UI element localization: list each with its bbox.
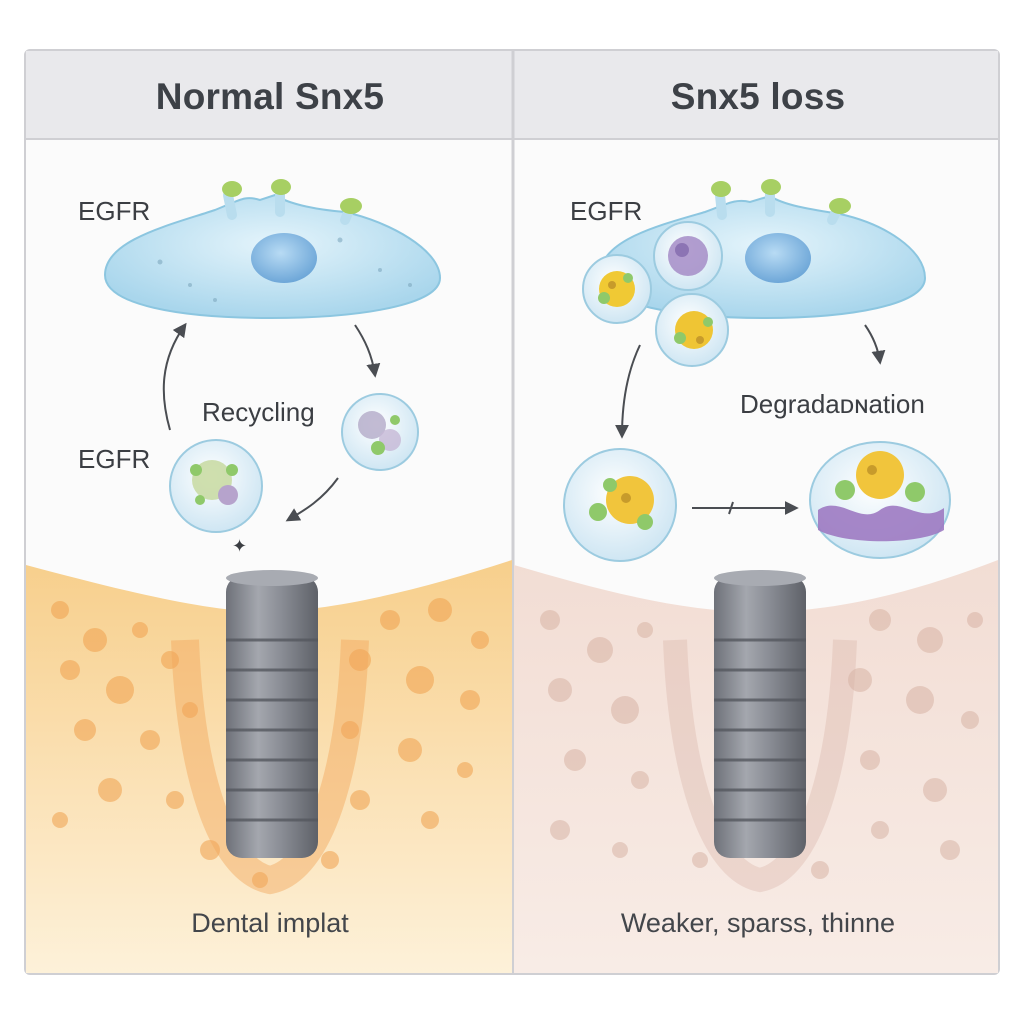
arrow-internalize (354, 324, 381, 378)
receptor-spikes (711, 179, 851, 225)
left-panel: ✦ (26, 179, 512, 973)
svg-text:✦: ✦ (232, 536, 247, 557)
label-degradation: Degradaᴅɴation (740, 389, 925, 419)
label-egfr-bottom-left: EGFR (78, 444, 151, 474)
arrow-to-endosome (615, 344, 641, 439)
receptor-spikes (222, 179, 362, 225)
arrow-return (285, 477, 339, 522)
nucleus (745, 233, 811, 283)
dental-implant-right (714, 570, 806, 858)
label-egfr-top-right: EGFR (570, 196, 643, 226)
label-recycling: Recycling (202, 397, 315, 427)
bone-pores-left (51, 598, 489, 888)
endosome-purple (653, 221, 723, 291)
caption-weaker-bone: Weaker, sparss, thinne (620, 908, 896, 938)
arrow-to-degradation (864, 324, 886, 365)
nucleus (251, 233, 317, 283)
label-egfr-top-left: EGFR (78, 196, 151, 226)
title-normal-snx5: Normal Snx5 (155, 76, 385, 117)
vesicle-recycling-top (341, 393, 419, 471)
bone-pores-right (540, 609, 983, 879)
vesicle-recycling-bottom (169, 439, 263, 533)
dental-implant-left (226, 570, 318, 858)
endosome-lower (563, 448, 677, 562)
arrow-recycle-up (162, 322, 187, 431)
endosome-yellow-2 (655, 293, 729, 367)
endosome-yellow-1 (582, 254, 652, 324)
title-snx5-loss: Snx5 loss (670, 76, 846, 117)
caption-dental-implant: Dental implat (191, 908, 349, 938)
cell-left (103, 179, 442, 320)
right-panel (514, 179, 998, 973)
lysosome (809, 441, 951, 559)
